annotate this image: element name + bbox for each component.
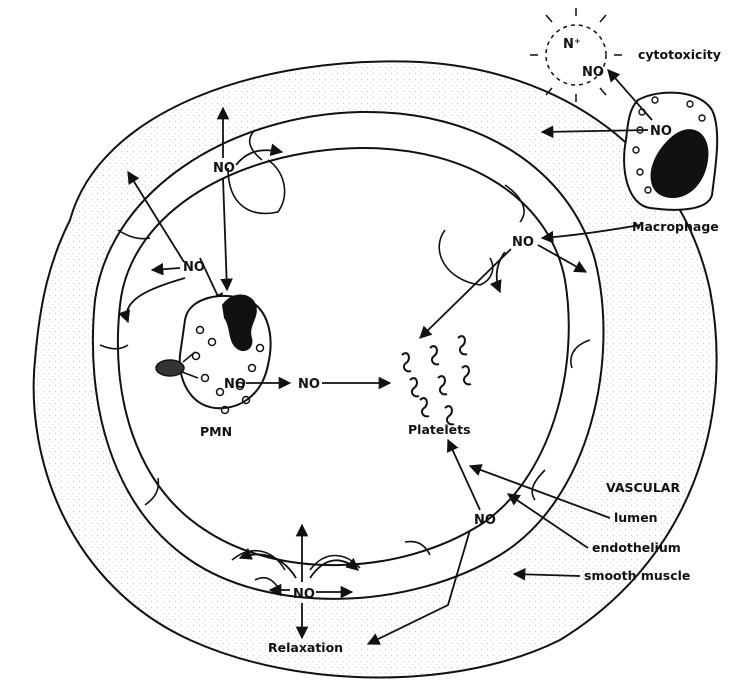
no-label-macrophage: NO [650,124,672,139]
n-plus-label: N⁺ [563,37,581,52]
no-label-target: NO [582,65,604,80]
no-label-vascular: NO [474,513,496,528]
endothelium-label: endothelium [592,540,681,555]
macrophage-cell [624,93,717,210]
smooth-muscle-label: smooth muscle [584,568,690,583]
pmn-label: PMN [200,424,232,439]
no-label-bottom: NO [293,587,315,602]
relaxation-label: Relaxation [268,640,343,655]
no-label-pmn: NO [224,377,246,392]
lumen-label: lumen [614,510,658,525]
no-label-center: NO [298,377,320,392]
macrophage-label: Macrophage [632,219,719,234]
platelets-label: Platelets [408,422,471,437]
no-label-right: NO [512,235,534,250]
vascular-label: VASCULAR [606,480,680,495]
no-label-top: NO [213,161,235,176]
cytotoxicity-label: cytotoxicity [638,47,721,62]
target-cell [530,8,622,102]
